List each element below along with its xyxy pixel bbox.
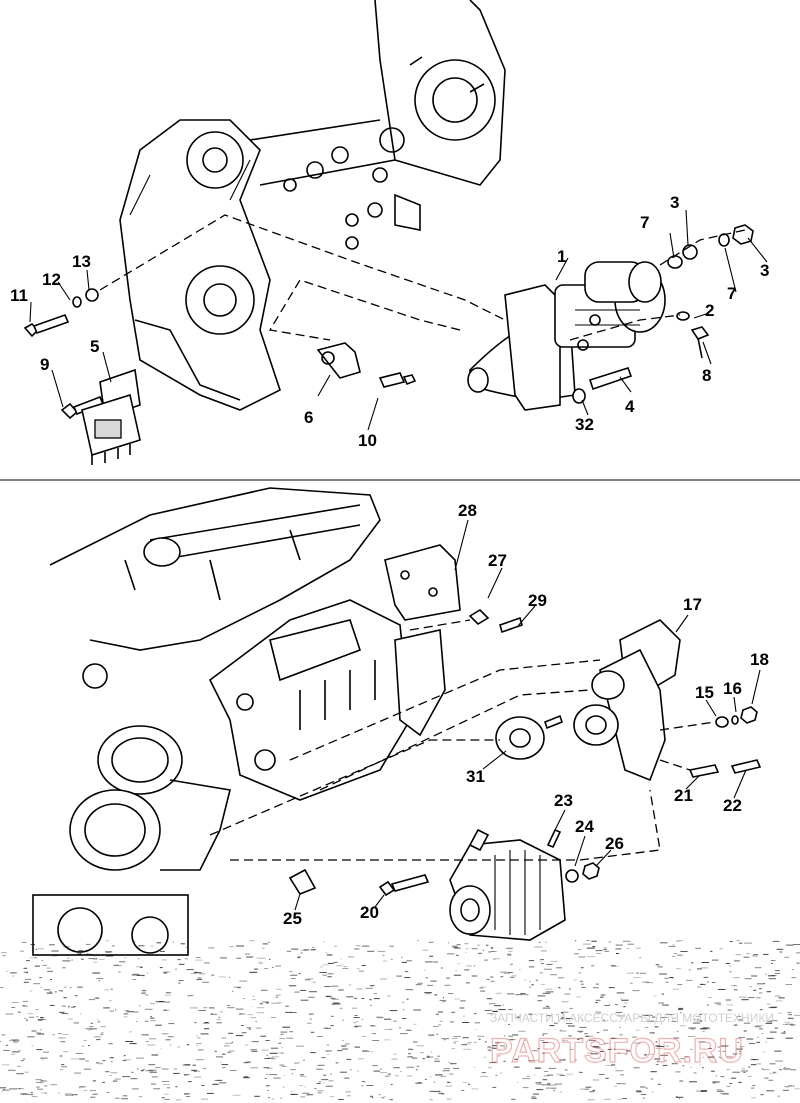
watermark-brand: PARTSFOR.RU bbox=[490, 1032, 744, 1070]
callout-7b: 7 bbox=[727, 284, 736, 303]
callout-24: 24 bbox=[575, 817, 594, 836]
alternator bbox=[288, 828, 600, 941]
engine-block-outline-top bbox=[119, 0, 506, 411]
callout-3b: 3 bbox=[760, 261, 769, 280]
callout-8: 8 bbox=[702, 366, 711, 385]
callout-16: 16 bbox=[723, 679, 742, 698]
callout-5: 5 bbox=[90, 337, 99, 356]
engine-block-outline-bottom bbox=[32, 487, 461, 956]
callout-11: 11 bbox=[10, 286, 28, 305]
callout-4: 4 bbox=[625, 397, 635, 416]
leader-lines-bottom bbox=[209, 519, 761, 911]
callout-27: 27 bbox=[488, 551, 507, 570]
callout-32: 32 bbox=[575, 415, 594, 434]
callout-1: 1 bbox=[557, 247, 566, 266]
callout-20: 20 bbox=[360, 903, 379, 922]
callout-9: 9 bbox=[40, 355, 49, 374]
starter-motor bbox=[467, 261, 666, 411]
watermark: ЗАПЧАСТИ И АКСЕССУАРЫ ДЛЯ МОТОТЕХНИКИ PA… bbox=[489, 1011, 774, 1071]
callout-18: 18 bbox=[750, 650, 769, 669]
callout-2: 2 bbox=[705, 301, 714, 320]
callout-10: 10 bbox=[358, 431, 377, 450]
callout-7a: 7 bbox=[640, 213, 649, 232]
leader-lines-top bbox=[0, 209, 800, 481]
callout-21: 21 bbox=[674, 786, 693, 805]
callout-17: 17 bbox=[683, 595, 702, 614]
callout-23: 23 bbox=[554, 791, 573, 810]
callout-13: 13 bbox=[72, 252, 91, 271]
callout-22: 22 bbox=[723, 796, 742, 815]
callout-29: 29 bbox=[528, 591, 547, 610]
watermark-tagline: ЗАПЧАСТИ И АКСЕССУАРЫ ДЛЯ МОТОТЕХНИКИ bbox=[490, 1011, 774, 1025]
belt-tensioner-assembly bbox=[468, 608, 762, 782]
callout-28: 28 bbox=[458, 501, 477, 520]
callout-26: 26 bbox=[605, 834, 624, 853]
callout-31: 31 bbox=[466, 767, 485, 786]
callout-15: 15 bbox=[695, 683, 714, 702]
callout-labels: 1 2 3 3 4 5 6 7 7 8 9 10 11 12 13 15 16 … bbox=[10, 193, 769, 928]
callout-25: 25 bbox=[283, 909, 302, 928]
scan-noise-band bbox=[0, 940, 800, 1101]
small-hardware-top bbox=[23, 224, 754, 465]
callout-6: 6 bbox=[304, 408, 313, 427]
callout-12: 12 bbox=[42, 270, 61, 289]
callout-3a: 3 bbox=[670, 193, 679, 212]
